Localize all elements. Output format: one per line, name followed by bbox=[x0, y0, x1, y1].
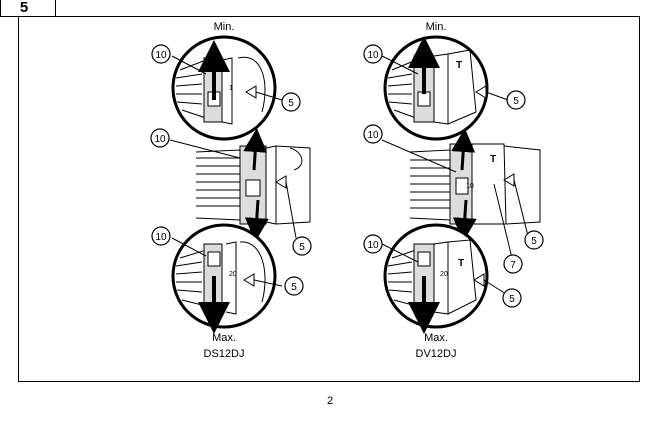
right-leaders bbox=[381, 55, 457, 263]
left-top-view bbox=[171, 35, 283, 141]
callout-10: 10 bbox=[155, 50, 167, 61]
figure-frame bbox=[18, 16, 640, 382]
left-callouts bbox=[150, 44, 312, 296]
callout-10: 10 bbox=[367, 240, 379, 251]
right-middle-view bbox=[409, 128, 541, 259]
callout-10: 10 bbox=[155, 232, 167, 243]
scale-min-left: 1 bbox=[229, 85, 233, 92]
drill-mark-middle: T bbox=[490, 154, 496, 165]
right-bottom-view bbox=[383, 223, 507, 334]
drill-mark-bottom: T bbox=[458, 258, 464, 269]
figure-number: 5 bbox=[0, 0, 56, 17]
callout-5: 5 bbox=[509, 294, 515, 305]
right-min-label: Min. bbox=[425, 21, 447, 33]
callout-5: 5 bbox=[291, 282, 297, 293]
scale-mid-right: 10 bbox=[466, 183, 474, 190]
left-middle-view bbox=[195, 128, 311, 242]
drill-mark-top: T bbox=[456, 60, 462, 71]
page-number: 2 bbox=[326, 395, 334, 407]
left-min-label: Min. bbox=[213, 21, 235, 33]
callout-10: 10 bbox=[367, 130, 379, 141]
callout-5: 5 bbox=[531, 236, 537, 247]
callout-10: 10 bbox=[367, 50, 379, 61]
right-top-view bbox=[383, 35, 509, 141]
scale-max-right: 20 bbox=[440, 271, 448, 278]
callout-5: 5 bbox=[288, 98, 294, 109]
right-model-label: DV12DJ bbox=[415, 348, 457, 360]
callout-5: 5 bbox=[513, 96, 519, 107]
callout-5: 5 bbox=[299, 242, 305, 253]
right-callouts bbox=[363, 44, 544, 308]
left-max-label: Max. bbox=[212, 332, 236, 344]
left-model-label: DS12DJ bbox=[203, 348, 245, 360]
callout-7: 7 bbox=[510, 260, 516, 271]
left-bottom-view bbox=[171, 223, 283, 334]
callout-10: 10 bbox=[154, 134, 166, 145]
right-max-label: Max. bbox=[424, 332, 448, 344]
scale-max-left: 20 bbox=[229, 271, 237, 278]
left-leaders bbox=[169, 55, 241, 257]
